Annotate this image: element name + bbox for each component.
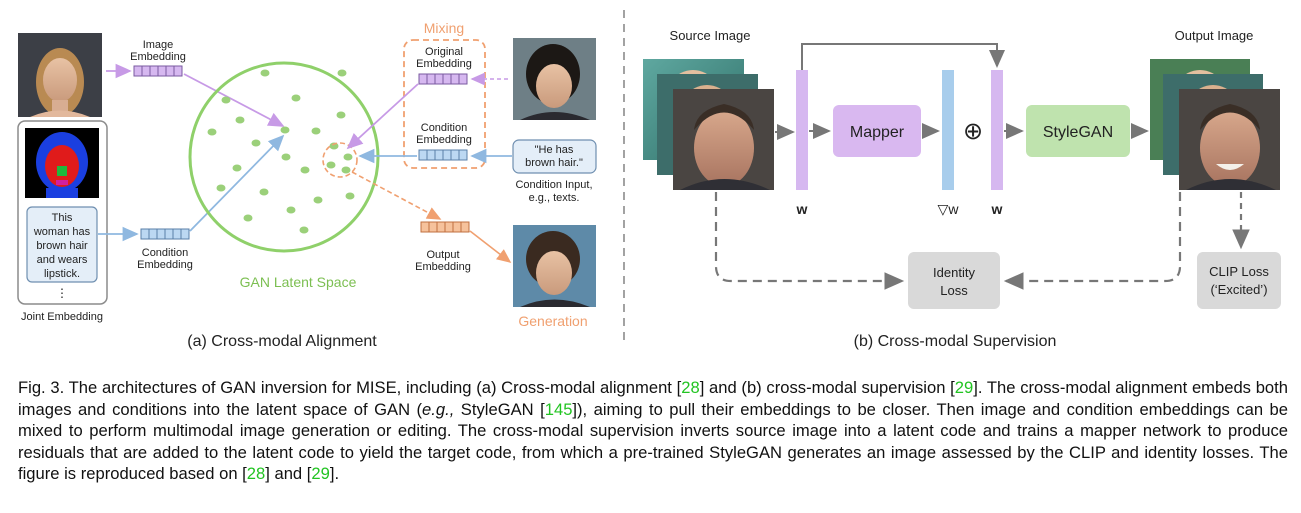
arrow-original-to-latent: [346, 83, 419, 150]
stylegan-label: StyleGAN: [1043, 124, 1113, 141]
original-embedding-vector: [418, 73, 468, 85]
speech-line-2-text: brown hair.": [525, 157, 583, 169]
segmentation-mask: [25, 128, 99, 198]
ellipsis: ⋮: [56, 286, 68, 300]
ref-link-28a[interactable]: 28: [681, 378, 700, 397]
stylegan-box: [1026, 105, 1130, 157]
boy-photo-generated: [513, 225, 596, 307]
joint-embedding-label: Joint Embedding: [21, 311, 103, 323]
mixing-label: Mixing: [424, 20, 464, 36]
identity-loss-line-2: Loss: [940, 283, 968, 298]
condition-embedding-r-label-1: Condition: [421, 122, 467, 134]
ref-link-29a[interactable]: 29: [954, 378, 974, 397]
arrow-image-embed-to-latent: [183, 73, 285, 127]
text-line-4: and wears: [37, 254, 88, 266]
output-to-identity-arrow: [1003, 192, 1182, 290]
output-image-stack: [1150, 59, 1280, 190]
w-code-bar: [796, 70, 808, 190]
mixing-region-circle: [322, 142, 358, 178]
text-line-5: lipstick.: [44, 268, 80, 280]
w-target-bar: [991, 70, 1003, 190]
image-embedding-label-2: Embedding: [130, 51, 186, 63]
subcaption-b: (b) Cross-modal Supervision: [854, 333, 1057, 350]
output-embedding-vector: [420, 221, 470, 233]
clip-loss-line-2: (‘Excited’): [1210, 282, 1267, 297]
latent-space-circle: [188, 61, 380, 253]
original-embedding-label-2: Embedding: [416, 58, 472, 70]
speech-line-1-text: "He has: [535, 144, 574, 156]
generation-label: Generation: [518, 313, 587, 329]
latent-space-label: GAN Latent Space: [240, 274, 357, 290]
arrow-output-to-generation: [469, 230, 512, 263]
caption-t5: ] and [: [265, 464, 312, 483]
source-image-label: Source Image: [670, 28, 751, 43]
ref-link-145[interactable]: 145: [544, 399, 573, 419]
caption-t6: ].: [329, 464, 340, 483]
condition-embedding-r-vector: [418, 149, 468, 161]
caption-t2: ]. The cross-modal alignment embeds both…: [18, 378, 1288, 419]
output-image-label: Output Image: [1175, 28, 1254, 43]
mixing-box: [403, 39, 486, 169]
nabla-w-bar: [942, 70, 954, 190]
skip-connection-arrow: [801, 43, 1005, 70]
w-label-2: w: [991, 201, 1003, 217]
identity-loss-box: [908, 252, 1000, 309]
text-condition-box: [26, 206, 98, 283]
image-embedding-vector: [133, 65, 183, 77]
mapper-box: [833, 105, 921, 157]
mapper-label: Mapper: [850, 124, 905, 141]
condition-embedding-r-label-2: Embedding: [416, 134, 472, 146]
subcaption-a: (a) Cross-modal Alignment: [187, 333, 377, 350]
output-embedding-label-1: Output: [426, 249, 459, 261]
nabla-w-label: ▽w: [938, 201, 960, 217]
caption-prefix: Fig. 3. The architectures of GAN inversi…: [18, 378, 682, 397]
speech-bubble: [512, 139, 597, 174]
w-label-1: w: [796, 201, 808, 217]
source-image-stack: [643, 59, 774, 190]
output-embedding-label-2: Embedding: [415, 261, 471, 273]
joint-embedding-box: [17, 120, 108, 305]
clip-loss-line-1: CLIP Loss: [1209, 264, 1269, 279]
condition-embedding-label-1: Condition: [142, 247, 188, 259]
identity-loss-line-1: Identity: [933, 265, 975, 280]
text-line-3: brown hair: [36, 240, 88, 252]
boy-photo-top: [513, 38, 596, 120]
original-embedding-label-1: Original: [425, 46, 463, 58]
arrow-latent-to-output: [351, 171, 442, 220]
condition-embedding-label-2: Embedding: [137, 259, 193, 271]
ref-link-28b[interactable]: 28: [246, 464, 266, 483]
condition-embedding-vector: [140, 228, 190, 240]
woman-photo: [18, 33, 102, 117]
condition-input-label-1: Condition Input,: [515, 179, 592, 191]
text-line-1: This: [52, 212, 73, 224]
ref-link-29b[interactable]: 29: [311, 464, 330, 483]
caption-t1: ] and (b) cross-modal supervision [: [699, 378, 955, 397]
clip-loss-box: [1197, 252, 1281, 309]
condition-input-label-2: e.g., texts.: [529, 192, 580, 204]
figure-caption: Fig. 3. The architectures of GAN inversi…: [18, 377, 1288, 485]
text-line-2: woman has: [33, 226, 91, 238]
caption-eg: e.g.,: [422, 399, 455, 419]
latent-points: [207, 69, 355, 234]
figure-diagram: This woman has brown hair and wears lips…: [17, 10, 1281, 350]
source-to-identity-arrow: [714, 192, 905, 290]
caption-t4: ]), aiming to pull their embeddings to b…: [18, 399, 1288, 484]
image-embedding-label-1: Image: [143, 39, 174, 51]
arrow-cond-to-latent: [189, 134, 285, 232]
caption-t3: StyleGAN [: [454, 399, 545, 419]
add-operator: ⊕: [963, 118, 983, 145]
